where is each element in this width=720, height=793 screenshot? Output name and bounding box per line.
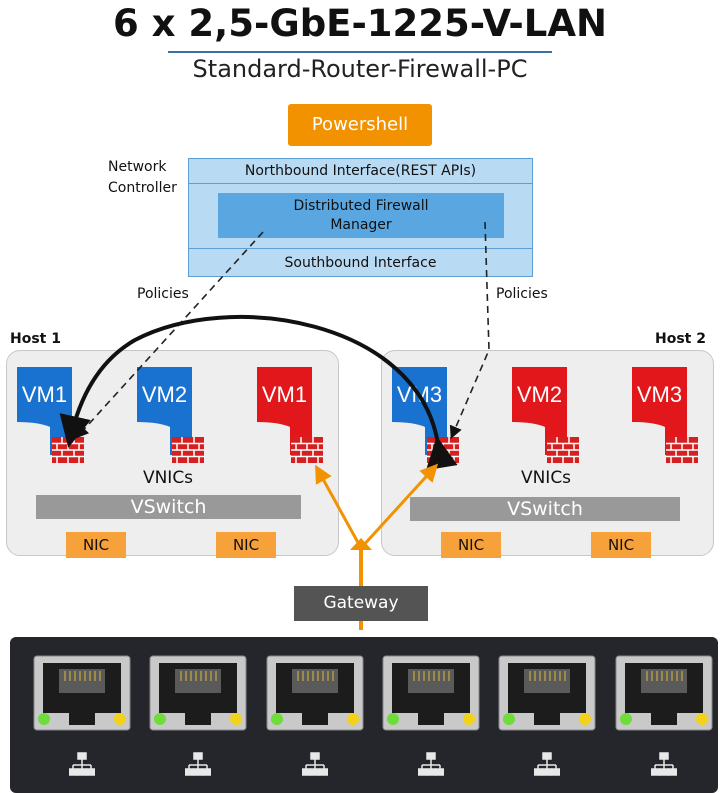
ethernet-port-icon [33, 655, 131, 731]
gateway-arrow-host2 [359, 463, 439, 550]
policies-label-right: Policies [496, 286, 548, 302]
host1-label: Host 1 [10, 331, 61, 347]
host2-vnics-label: VNICs [520, 468, 572, 488]
gateway-arrow-host1 [315, 464, 363, 549]
vm-label: VM1 [261, 382, 308, 407]
host1-vswitch: VSwitch [36, 495, 301, 519]
ethernet-port-icon [615, 655, 713, 731]
led-yellow-icon [696, 713, 708, 725]
network-topology-icon [185, 752, 211, 776]
southbound-interface: Southbound Interface [188, 248, 533, 277]
led-green-icon [271, 713, 283, 725]
firewall-icon [547, 437, 579, 463]
distributed-firewall-manager: Distributed Firewall Manager [218, 193, 504, 238]
network-topology-icon [302, 752, 328, 776]
vm-migration-arrow [59, 315, 458, 471]
vm-label: VM2 [516, 382, 563, 407]
powershell-box: Powershell [288, 104, 432, 146]
network-controller-label-line2: Controller [108, 180, 177, 196]
host1-nic-1: NIC [66, 532, 126, 558]
ethernet-port-icon [382, 655, 480, 731]
firewall-icon [666, 437, 698, 463]
host1-vnics-label: VNICs [142, 468, 194, 488]
vm-shape [632, 367, 687, 455]
host1-nic-2: NIC [216, 532, 276, 558]
network-topology-icon [534, 752, 560, 776]
vm-label: VM1 [21, 382, 68, 407]
northbound-interface: Northbound Interface(REST APIs) [188, 158, 533, 184]
led-green-icon [503, 713, 515, 725]
network-topology-icon [651, 752, 677, 776]
host2-label: Host 2 [655, 331, 706, 347]
ethernet-port-icon [149, 655, 247, 731]
gateway-box: Gateway [294, 586, 428, 621]
ethernet-port-icon [266, 655, 364, 731]
host2-vswitch: VSwitch [410, 497, 680, 521]
led-yellow-icon [230, 713, 242, 725]
page-subtitle: Standard-Router-Firewall-PC [192, 55, 528, 83]
manager-line1: Distributed Firewall [293, 198, 429, 214]
led-yellow-icon [463, 713, 475, 725]
led-yellow-icon [114, 713, 126, 725]
led-green-icon [154, 713, 166, 725]
vm-label: VM3 [636, 382, 683, 407]
vm-shape [17, 367, 72, 455]
network-controller-label: Network Controller [108, 157, 198, 199]
network-topology-icon [69, 752, 95, 776]
policy-line-right [449, 221, 490, 439]
page-title: 6 x 2,5-GbE-1225-V-LAN [113, 2, 607, 45]
policy-line-left [75, 231, 264, 439]
vm-label: VM2 [141, 382, 188, 407]
led-yellow-icon [579, 713, 591, 725]
led-green-icon [620, 713, 632, 725]
host2-nic-2: NIC [591, 532, 651, 558]
network-topology-icon [418, 752, 444, 776]
vm-shape [512, 367, 567, 455]
network-controller-label-line1: Network [108, 159, 167, 175]
host2-vm-3: VM3 [632, 367, 687, 455]
led-green-icon [387, 713, 399, 725]
host2-nic-1: NIC [441, 532, 501, 558]
manager-line2: Manager [330, 217, 392, 233]
led-green-icon [38, 713, 50, 725]
host2-vm-2: VM2 [512, 367, 567, 455]
host1-vm-1: VM1 [17, 367, 72, 455]
title-divider [168, 51, 552, 53]
led-yellow-icon [347, 713, 359, 725]
gateway-arrow-head [350, 538, 372, 550]
policies-label-left: Policies [137, 286, 189, 302]
ethernet-port-icon [498, 655, 596, 731]
